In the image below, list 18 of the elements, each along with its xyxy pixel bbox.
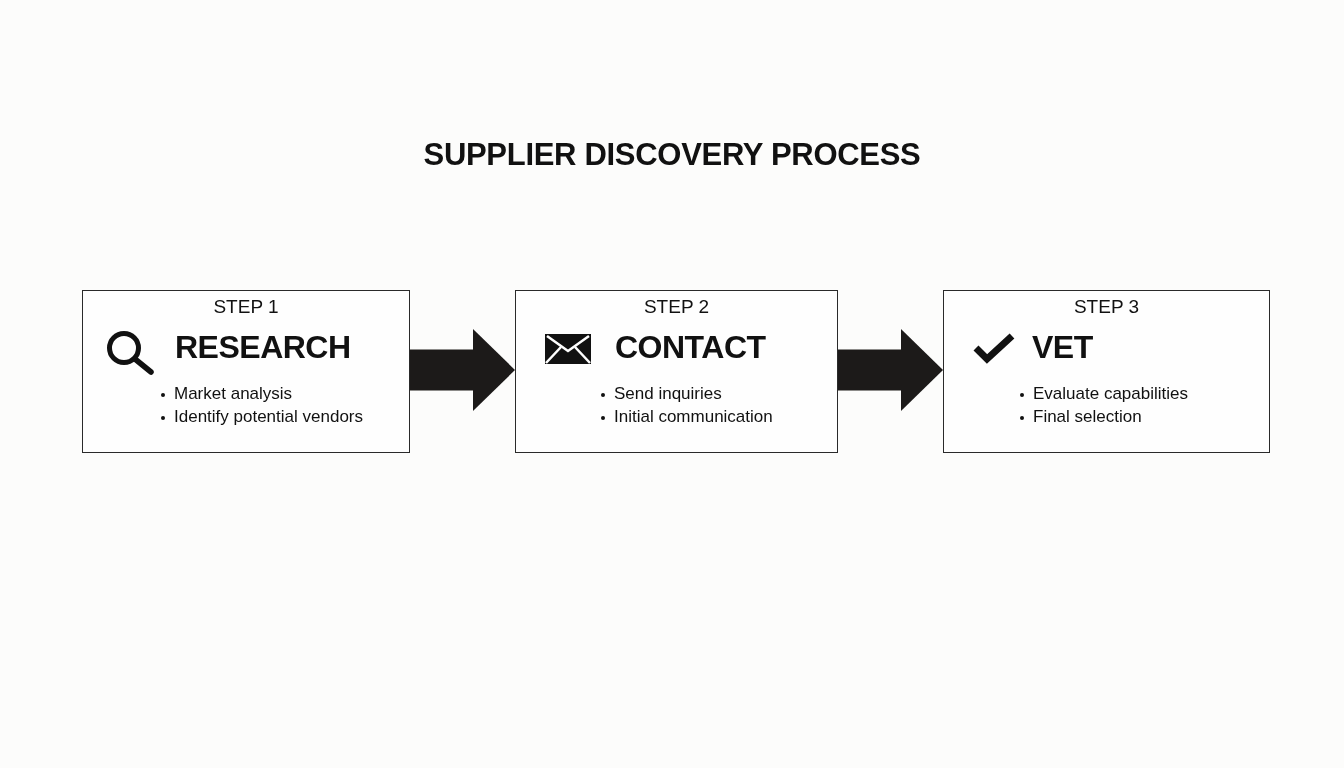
step-label: STEP 2 [643,296,710,319]
step-label: STEP 1 [213,296,279,319]
step-heading: CONTACT [615,328,766,367]
step-label: STEP 3 [1073,296,1140,319]
bullet-text: Evaluate capabilities [1033,384,1188,405]
step-box [82,290,410,453]
bullet-text: Final selection [1033,407,1142,428]
step-heading: RESEARCH [175,328,351,367]
step-heading: VET [1032,328,1093,367]
block-arrow [410,329,515,411]
block-arrow [838,329,943,411]
step-box [515,290,838,453]
bullet-text: Identify potential vendors [174,407,363,428]
bullet-text: Send inquiries [614,384,722,405]
bullet-text: Initial communication [614,407,773,428]
step-box [943,290,1270,453]
bullet-text: Market analysis [174,384,293,405]
diagram-title: SUPPLIER DISCOVERY PROCESS [423,136,921,174]
